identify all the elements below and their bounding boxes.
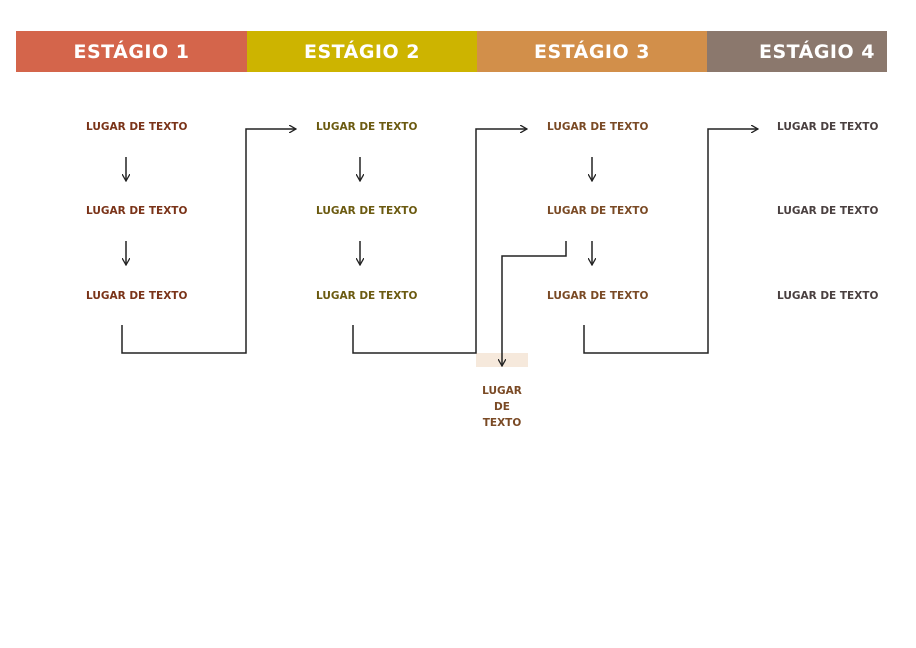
stage-4-item-3: LUGAR DE TEXTO bbox=[777, 290, 879, 302]
stage-1-item-1: LUGAR DE TEXTO bbox=[86, 121, 188, 133]
connector-3-4 bbox=[583, 129, 758, 354]
callout-line-2: DE bbox=[494, 401, 510, 413]
stage-1-item-2: LUGAR DE TEXTO bbox=[86, 205, 188, 217]
stage-2-header: ESTÁGIO 2 bbox=[247, 31, 477, 72]
stage-2-title: ESTÁGIO 2 bbox=[303, 40, 420, 63]
stage-1-title: ESTÁGIO 1 bbox=[73, 40, 190, 63]
callout-line-3: TEXTO bbox=[482, 417, 522, 429]
callout-line-1: LUGAR bbox=[482, 385, 522, 397]
stage-3-item-1: LUGAR DE TEXTO bbox=[547, 121, 649, 133]
stage-3-header: ESTÁGIO 3 bbox=[477, 31, 707, 72]
connector-2-3 bbox=[352, 129, 527, 354]
stage-2-item-2: LUGAR DE TEXTO bbox=[316, 205, 418, 217]
stage-4-item-1: LUGAR DE TEXTO bbox=[777, 121, 879, 133]
stage-2-item-3: LUGAR DE TEXTO bbox=[316, 290, 418, 302]
stage-1-item-3: LUGAR DE TEXTO bbox=[86, 290, 188, 302]
connector-3-callout bbox=[502, 241, 567, 366]
connector-1-2 bbox=[121, 129, 296, 354]
stage-3-title: ESTÁGIO 3 bbox=[533, 40, 650, 63]
stage-1-header: ESTÁGIO 1 bbox=[16, 31, 247, 72]
callout-text: LUGAR DE TEXTO bbox=[476, 383, 528, 431]
stage-4-title: ESTÁGIO 4 bbox=[758, 40, 875, 63]
stage-2-item-1: LUGAR DE TEXTO bbox=[316, 121, 418, 133]
stage-3-item-3: LUGAR DE TEXTO bbox=[547, 290, 649, 302]
stage-3-item-2: LUGAR DE TEXTO bbox=[547, 205, 649, 217]
stage-4-header: ESTÁGIO 4 bbox=[707, 31, 887, 72]
stage-4-item-2: LUGAR DE TEXTO bbox=[777, 205, 879, 217]
